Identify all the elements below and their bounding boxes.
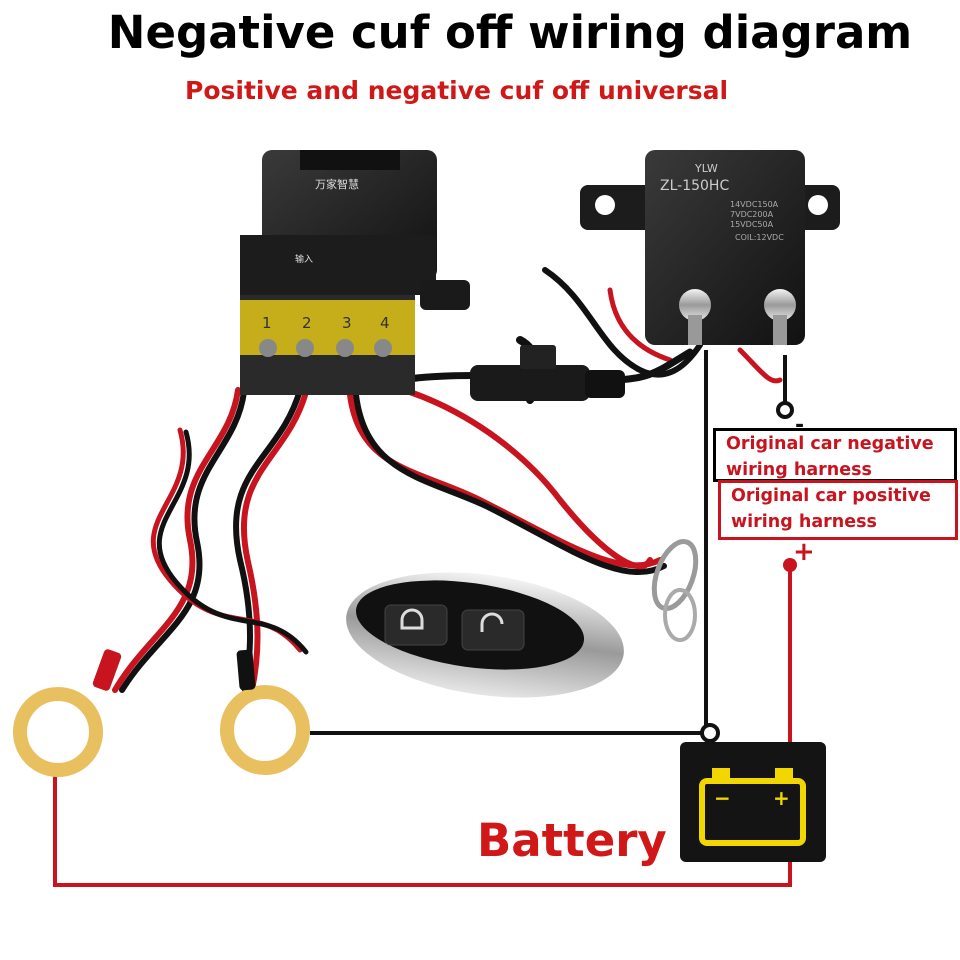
positive-wire-marker: +	[793, 537, 815, 567]
battery-icon: − +	[680, 742, 826, 862]
relay-terminal-right	[764, 289, 796, 321]
negative-harness-label: Original car negative wiring harness	[713, 428, 957, 482]
diagram-subtitle: Positive and negative cuf off universal	[185, 76, 729, 105]
battery-minus-symbol: −	[714, 786, 731, 810]
relay-rating-3: 15VDC50A	[730, 220, 774, 229]
receiver-input-label: 输入	[295, 253, 313, 265]
diagram-title: Negative cuf off wiring diagram	[107, 6, 913, 59]
relay-coil: COIL:12VDC	[735, 233, 784, 242]
remote-key-fob	[346, 539, 699, 698]
ring-terminal-left	[13, 687, 103, 777]
relay-rating-2: 7VDC200A	[730, 210, 774, 219]
harness-negative-dot	[776, 401, 794, 419]
receiver-brand-label: 万家智慧	[315, 177, 359, 191]
terminal-label-1: 1	[262, 314, 272, 332]
terminal-label-3: 3	[342, 314, 352, 332]
ring-terminals	[13, 649, 310, 777]
receiver-module: 万家智慧 输入 1 2 3 4	[240, 150, 470, 395]
positive-return-line	[53, 768, 792, 887]
battery-label: Battery	[477, 814, 667, 867]
terminal-label-4: 4	[380, 314, 390, 332]
remote-unlock-button	[461, 609, 525, 651]
remote-lock-button	[384, 604, 448, 646]
waterproof-connector	[470, 345, 625, 401]
positive-junction-dot	[783, 558, 797, 572]
relay-rating-1: 14VDC150A	[730, 200, 779, 209]
relay-model: ZL-150HC	[660, 178, 729, 194]
relay-brand: YLW	[694, 162, 718, 175]
terminal-label-2: 2	[302, 314, 312, 332]
ring-terminal-right	[220, 685, 310, 775]
negative-junction-dot	[700, 723, 720, 743]
relay-terminal-left	[679, 289, 711, 321]
negative-wire-marker: -	[795, 413, 804, 438]
wire-bundle	[112, 267, 783, 693]
positive-harness-label: Original car positive wiring harness	[718, 480, 958, 540]
relay: YLW ZL-150HC 14VDC150A 7VDC200A 15VDC50A…	[580, 150, 840, 345]
battery-plus-symbol: +	[773, 786, 790, 810]
